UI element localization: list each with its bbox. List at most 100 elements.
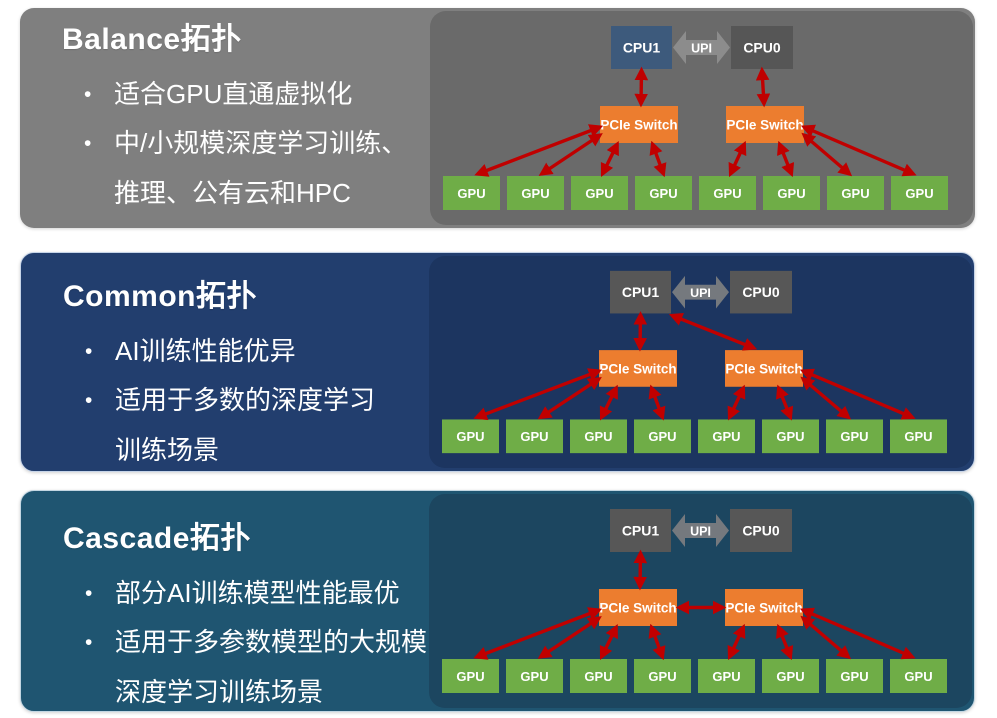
gpu-box-0-label: GPU	[456, 429, 484, 444]
gpu-box-2	[570, 659, 627, 693]
panel-balance-topology: Balance拓扑 • 适合GPU直通虚拟化 • 中/小规模深度学习训练、 推理…	[20, 8, 975, 228]
gpu-box-4-label: GPU	[712, 429, 740, 444]
topology-link-sw1-gpu1	[538, 133, 603, 176]
topology-link-sw1-gpu1	[537, 376, 602, 420]
topology-link-sw2-gpu7	[799, 368, 916, 420]
cpu1-box	[610, 509, 671, 552]
topology-link-sw2-gpu7	[799, 607, 916, 660]
gpu-box-0	[443, 176, 500, 210]
gpu-box-4-label: GPU	[712, 669, 740, 684]
gpu-box-3-label: GPU	[649, 186, 677, 201]
bullet-line: 适用于多数的深度学习	[115, 385, 376, 416]
cpu1-box	[611, 26, 672, 69]
pcie-switch-left-box-label: PCIe Switch	[599, 361, 676, 376]
gpu-box-0-label: GPU	[456, 669, 484, 684]
gpu-box-6	[826, 659, 883, 693]
topology-link-sw1-gpu1	[537, 616, 602, 659]
gpu-box-0	[442, 659, 499, 693]
topology-link-cpu1-sw2	[668, 312, 758, 351]
cpu1-box-label: CPU1	[622, 523, 660, 539]
panel-title: Cascade拓扑	[63, 522, 251, 555]
topology-link-sw2-gpu6	[800, 615, 852, 660]
panel-text-common: Common拓扑 • AI训练性能优异 • 适用于多数的深度学习 训练场景	[21, 253, 433, 475]
topology-link-sw2-gpu6	[801, 132, 853, 177]
gpu-box-7-label: GPU	[905, 186, 933, 201]
pcie-switch-right-box-label: PCIe Switch	[726, 118, 803, 133]
cpu0-box	[730, 509, 792, 552]
topology-link-cpu0-sw2	[755, 66, 771, 108]
gpu-box-2-label: GPU	[584, 669, 612, 684]
topology-link-cpu1-sw1	[633, 311, 648, 352]
gpu-box-6	[826, 419, 883, 454]
cpu1-box	[610, 270, 671, 314]
gpu-box-6	[827, 176, 884, 210]
gpu-box-1-label: GPU	[521, 186, 549, 201]
gpu-box-5-label: GPU	[776, 429, 804, 444]
gpu-box-1	[507, 176, 564, 210]
upi-label: UPI	[690, 286, 711, 300]
gpu-box-7-label: GPU	[904, 669, 932, 684]
bullet-dot: •	[85, 389, 93, 413]
gpu-box-7	[890, 659, 947, 693]
gpu-box-4	[698, 419, 755, 454]
bullet-dot: •	[85, 582, 93, 605]
bullet-dot: •	[84, 83, 92, 106]
bullet-item: • 适用于多参数模型的大规模 深度学习训练场景	[85, 618, 433, 717]
bullet-dot: •	[84, 132, 92, 156]
upi-link-arrow	[673, 31, 730, 64]
gpu-box-2	[570, 419, 627, 454]
gpu-box-7	[891, 176, 948, 210]
topology-link-sw1-gpu3	[649, 140, 667, 178]
pcie-switch-right-box	[726, 106, 804, 143]
gpu-box-3	[635, 176, 692, 210]
upi-label: UPI	[691, 42, 712, 56]
gpu-box-7-label: GPU	[904, 429, 932, 444]
gpu-box-4-label: GPU	[713, 186, 741, 201]
bullet-item: • 中/小规模深度学习训练、 推理、公有云和HPC	[84, 119, 432, 218]
topology-link-sw1-gpu0	[473, 368, 603, 421]
bullet-dot: •	[85, 631, 93, 655]
bullet-line: 训练场景	[115, 434, 220, 465]
cpu0-box-label: CPU0	[743, 40, 781, 56]
gpu-box-5	[763, 176, 820, 210]
bullet-dot: •	[85, 340, 93, 363]
gpu-box-1-label: GPU	[520, 669, 548, 684]
gpu-box-4	[698, 659, 755, 693]
cpu1-box-label: CPU1	[622, 284, 660, 300]
gpu-box-5-label: GPU	[776, 669, 804, 684]
topology-link-sw1-gpu2	[599, 384, 618, 421]
gpu-box-3-label: GPU	[648, 669, 676, 684]
pcie-switch-left-box	[600, 106, 678, 143]
topology-link-sw2-gpu5	[777, 140, 795, 178]
gpu-box-3-label: GPU	[648, 429, 676, 444]
bullet-item: • 适合GPU直通虚拟化	[84, 70, 432, 119]
gpu-box-2	[571, 176, 628, 210]
topology-link-sw1-gpu3	[648, 623, 666, 661]
upi-link-arrow	[672, 275, 729, 309]
panel-title: Common拓扑	[63, 280, 257, 313]
topology-link-sw1-gpu0	[474, 124, 604, 177]
upi-label: UPI	[690, 525, 711, 539]
cpu0-box-label: CPU0	[742, 523, 780, 539]
bullet-line: 深度学习训练场景	[115, 676, 324, 707]
bullet-item: • AI训练性能优异	[85, 327, 433, 376]
gpu-box-1	[506, 659, 563, 693]
bullet-line: 中/小规模深度学习训练、	[114, 128, 408, 159]
topology-link-sw2-gpu5	[776, 384, 794, 421]
topology-link-sw2-gpu7	[800, 124, 917, 177]
gpu-box-6-label: GPU	[841, 186, 869, 201]
gpu-box-1-label: GPU	[520, 429, 548, 444]
topology-link-sw1-gpu2	[600, 140, 619, 178]
topology-link-sw1-gpu0	[473, 607, 603, 660]
topology-link-sw1-gpu3	[648, 384, 666, 421]
pcie-switch-left-box	[599, 589, 677, 626]
topology-link-sw2-gpu6	[800, 376, 852, 420]
pcie-switch-left-box-label: PCIe Switch	[599, 601, 676, 616]
gpu-box-3	[634, 659, 691, 693]
topology-link-sw2-gpu4	[727, 623, 746, 661]
